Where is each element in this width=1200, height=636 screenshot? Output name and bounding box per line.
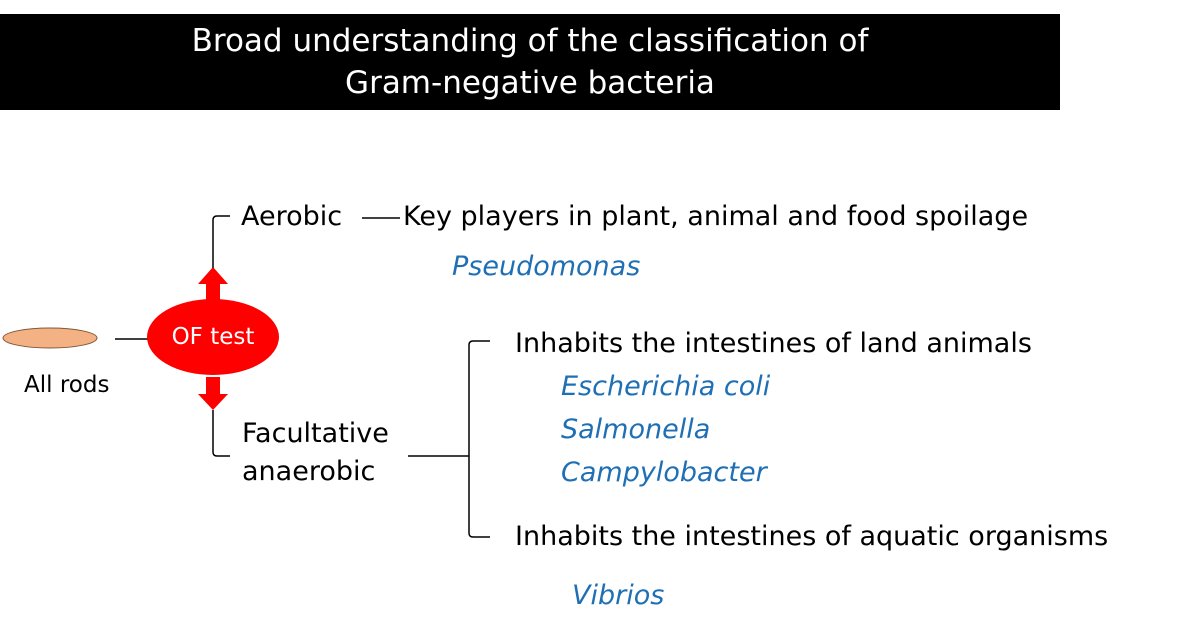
genus-campylobacter: Campylobacter bbox=[561, 457, 767, 488]
facultative-label-line1: Facultative bbox=[242, 418, 389, 449]
title-line-1: Broad understanding of the classificatio… bbox=[191, 23, 869, 59]
genus-vibrios: Vibrios bbox=[572, 580, 665, 611]
root-label: All rods bbox=[24, 372, 110, 398]
title-banner: Broad understanding of the classificatio… bbox=[0, 14, 1060, 110]
arrow-down-icon bbox=[198, 377, 228, 410]
genus-escherichia-coli: Escherichia coli bbox=[561, 371, 771, 402]
aerobic-label: Aerobic bbox=[241, 201, 343, 232]
genus-pseudomonas: Pseudomonas bbox=[452, 251, 641, 282]
rod-shape-icon bbox=[2, 327, 98, 349]
genus-salmonella: Salmonella bbox=[561, 414, 711, 445]
of-test-node bbox=[147, 299, 279, 375]
of-test-label: OF test bbox=[171, 324, 255, 350]
aerobic-description: Key players in plant, animal and food sp… bbox=[403, 201, 1029, 232]
facultative-label-line2: anaerobic bbox=[242, 456, 376, 487]
aquatic-organisms-description: Inhabits the intestines of aquatic organ… bbox=[515, 521, 1109, 552]
arrow-up-icon bbox=[198, 267, 228, 300]
land-animals-description: Inhabits the intestines of land animals bbox=[515, 328, 1032, 359]
title-line-2: Gram-negative bacteria bbox=[345, 65, 715, 101]
